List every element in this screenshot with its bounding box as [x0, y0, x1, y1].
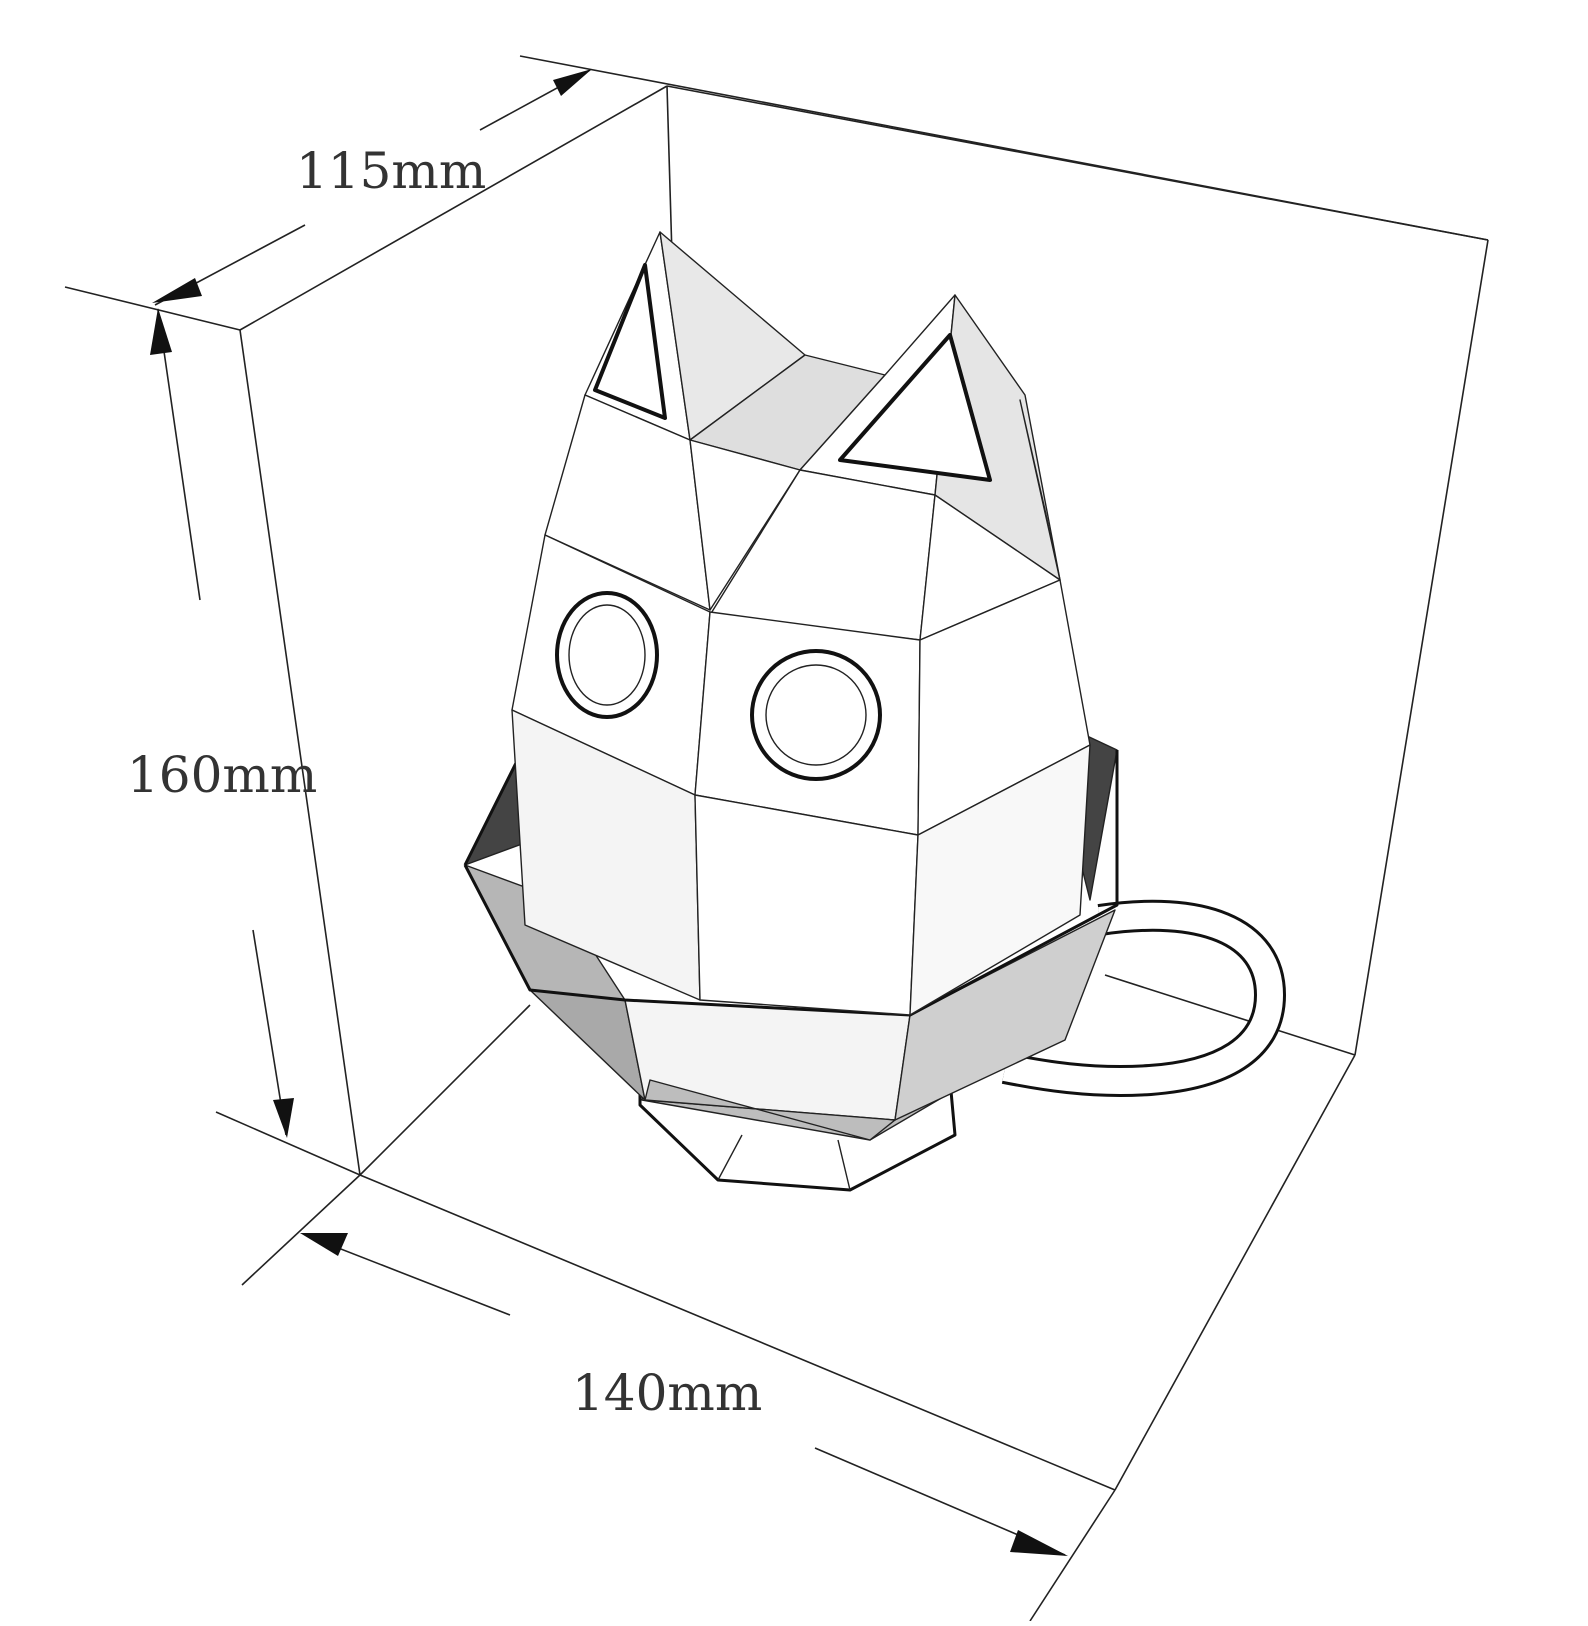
back-right-vertical	[1354, 239, 1489, 1056]
cat-eyes	[555, 591, 882, 781]
dimension-arrows	[150, 69, 1068, 1556]
width-arrow-left	[300, 1233, 348, 1256]
depth-arrow-left	[152, 278, 202, 303]
back-corner-edge	[666, 85, 673, 257]
height-extension-line	[215, 1111, 361, 1176]
back-top-edge	[666, 85, 1489, 241]
left-eye	[555, 591, 659, 719]
left-top-edge	[239, 85, 668, 331]
height-label: 160mm	[127, 746, 317, 804]
floor-right-edge	[1114, 1054, 1356, 1491]
front-left-vertical	[239, 329, 361, 1176]
cat-model	[463, 231, 1286, 1192]
cat-ears	[593, 263, 992, 482]
cat-tail	[1001, 899, 1286, 1097]
height-arrow-bottom	[273, 1098, 294, 1138]
width-label: 140mm	[572, 1364, 762, 1422]
floor-back-right	[1104, 974, 1356, 1056]
depth-label: 115mm	[296, 142, 486, 200]
depth-extension-line	[64, 286, 241, 331]
width-arrow-right	[1010, 1530, 1068, 1556]
depth-arrow-right	[553, 69, 592, 96]
cat-head	[511, 231, 1091, 1016]
width-extension-line-right	[1029, 1489, 1116, 1622]
height-arrow-top	[150, 308, 172, 355]
bounding-box	[239, 55, 1489, 1491]
floor-front-edge	[359, 1174, 1116, 1491]
width-extension-line	[241, 1174, 361, 1286]
right-eye	[750, 649, 882, 781]
floor-back-left	[359, 1004, 531, 1176]
height-dim-line-upper	[157, 309, 201, 601]
